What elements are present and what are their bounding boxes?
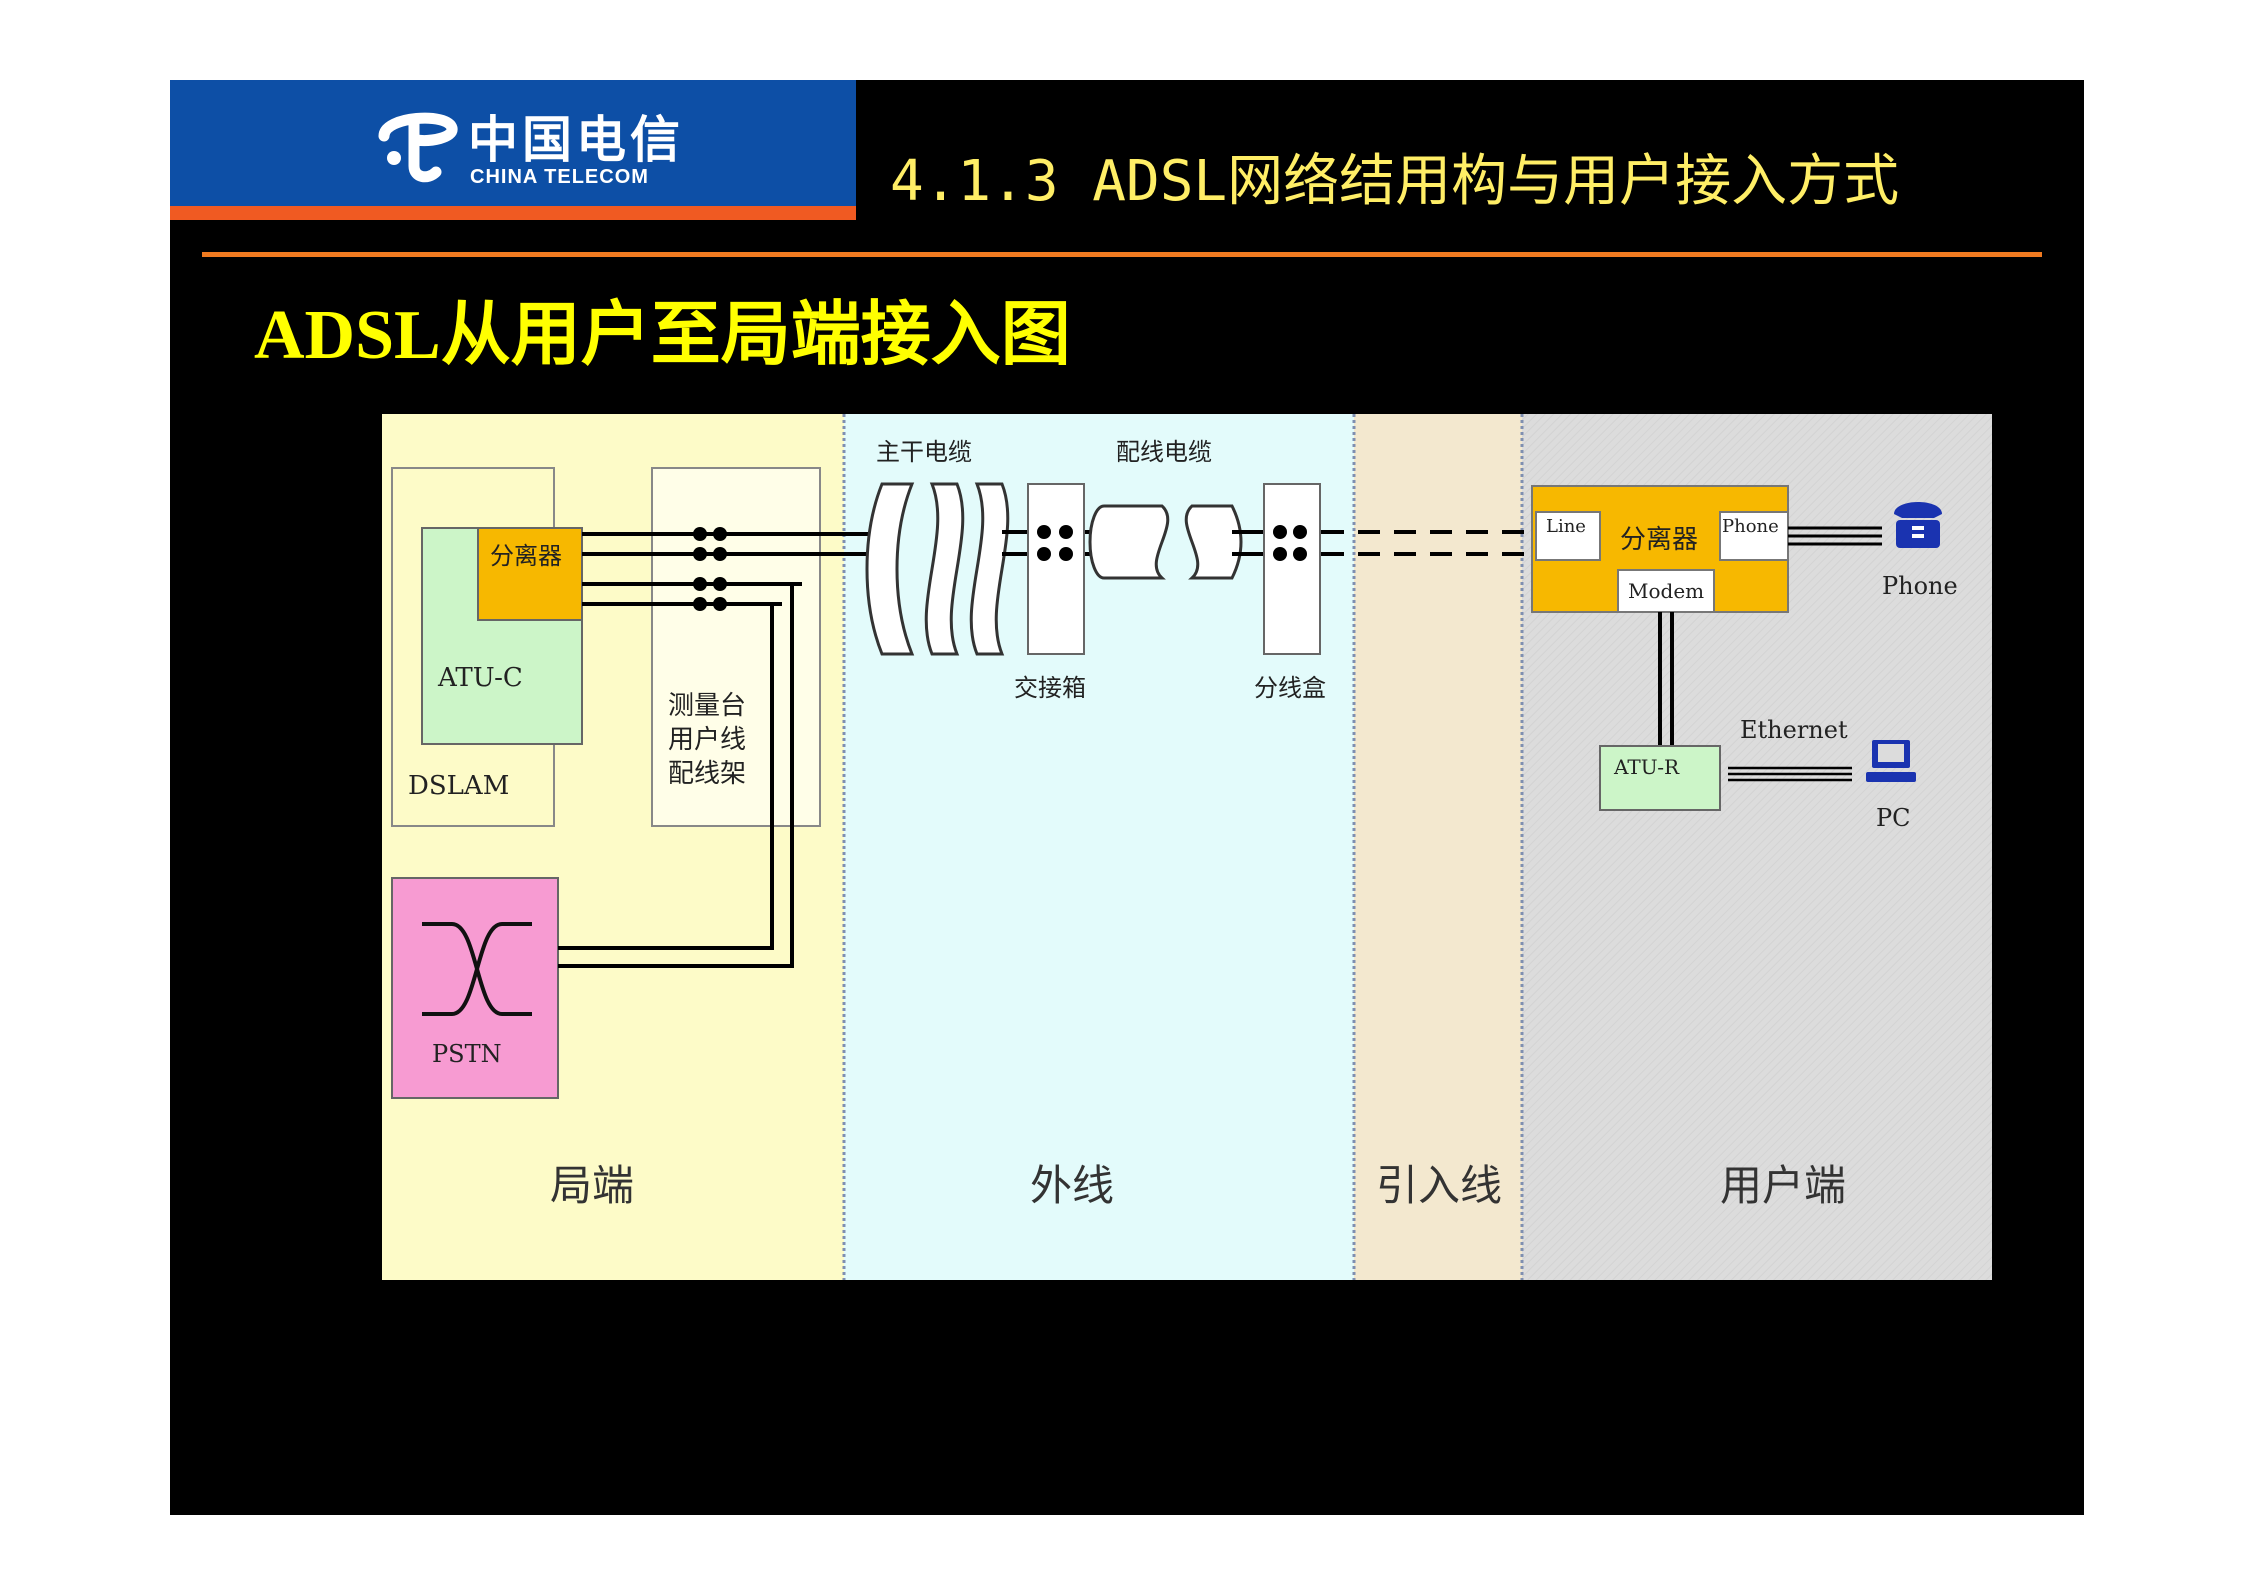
slide: 中国电信 CHINA TELECOM 4.1.3 ADSL网络结用构与用户接入方… [170,80,2084,1515]
cross-connect-box [1027,483,1085,655]
zone-drop-line [1354,414,1522,1280]
logo-accent-bar [170,206,856,220]
phone-port [1719,511,1789,561]
phone-port-label: Phone [1722,516,1779,537]
splitter-user-label: 分离器 [1620,525,1698,555]
dist-cable-label: 配线电缆 [1116,438,1212,466]
mdf-label-1: 测量台 [668,691,746,721]
adsl-access-diagram: 分离器 ATU-C DSLAM 测量台 用户线 配线架 PSTN [382,414,1992,1280]
logo-name-cn: 中国电信 [468,111,684,169]
line-port [1535,511,1601,561]
zone-label-central-office: 局端 [550,1161,634,1210]
mdf-label-3: 配线架 [668,759,746,789]
zone-label-outside-plant: 外线 [1030,1161,1114,1210]
pc-label: PC [1876,804,1911,832]
ethernet-label: Ethernet [1740,716,1848,744]
atu-r-label: ATU-R [1613,755,1680,779]
china-telecom-logo-icon [378,112,458,183]
distribution-box [1263,483,1321,655]
phone-label: Phone [1882,572,1958,600]
main-cable-icon [865,482,1010,656]
splitter-co-label: 分离器 [490,542,562,570]
phone-icon [1894,502,1942,548]
header-divider [202,252,2042,257]
modem-port [1617,569,1715,613]
logo-banner: 中国电信 CHINA TELECOM [170,80,856,206]
mdf-label-2: 用户线 [668,725,746,755]
header-title: 4.1.3 ADSL网络结用构与用户接入方式 [890,149,1900,214]
zone-label-drop-line: 引入线 [1376,1161,1502,1210]
splitter-co-box [477,527,583,621]
atu-r-box [1599,745,1721,811]
dist-cable-icon [1088,504,1243,580]
dslam-label: DSLAM [408,771,509,801]
cross-box-label: 交接箱 [1014,674,1086,702]
line-port-label: Line [1546,516,1586,537]
mdf-connector-dots [693,527,727,611]
page-heading: ADSL从用户至局端接入图 [254,297,1071,374]
modem-port-label: Modem [1628,579,1704,603]
main-cable-label: 主干电缆 [876,438,972,466]
dist-box-label: 分线盒 [1254,674,1326,702]
pstn-label: PSTN [432,1040,502,1068]
pc-icon [1866,740,1916,782]
pstn-box [391,877,559,1099]
logo-name-en: CHINA TELECOM [470,166,649,188]
atu-c-label: ATU-C [437,663,523,693]
zone-label-customer: 用户端 [1720,1161,1846,1210]
